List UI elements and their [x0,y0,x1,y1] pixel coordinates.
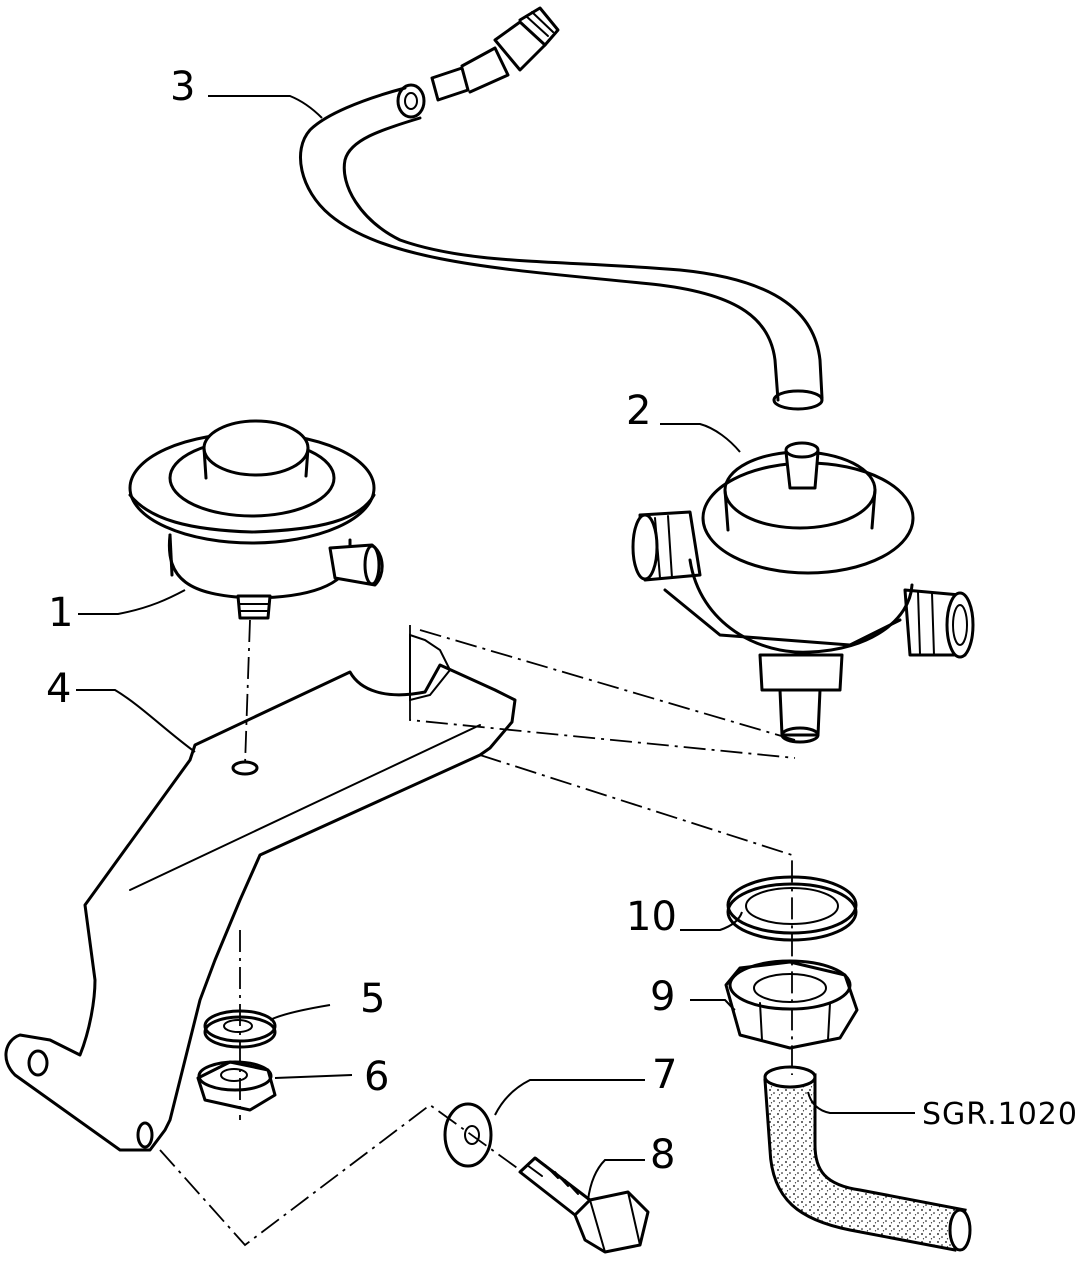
callout-5: 5 [360,976,385,1022]
part-7-washer [443,1102,493,1168]
callout-2: 2 [626,388,651,434]
drawing-reference-code: SGR.10201 [922,1097,1080,1132]
part-6-nut [196,1060,277,1112]
outlet-hose-foam-sleeve [763,1065,972,1252]
callout-labels: 1 2 3 4 5 6 7 8 9 10 SGR.10201 [46,64,1080,1178]
leader-lines [76,95,915,1201]
callout-9: 9 [650,974,675,1020]
callout-10: 10 [626,894,677,940]
part-3-vacuum-hose [298,6,824,411]
assembly-axis-lines [159,619,796,1247]
callout-8: 8 [650,1132,675,1178]
callout-3: 3 [170,64,195,110]
part-2-pressure-regulator [631,441,975,744]
part-8-bolt [518,1156,650,1254]
part-9-union-nut [724,959,859,1050]
callout-6: 6 [364,1054,389,1100]
callout-1: 1 [48,590,73,636]
part-5-washer [203,1009,277,1049]
callout-4: 4 [46,666,71,712]
part-1-vacuum-regulator [128,419,384,620]
callout-7: 7 [652,1052,677,1098]
